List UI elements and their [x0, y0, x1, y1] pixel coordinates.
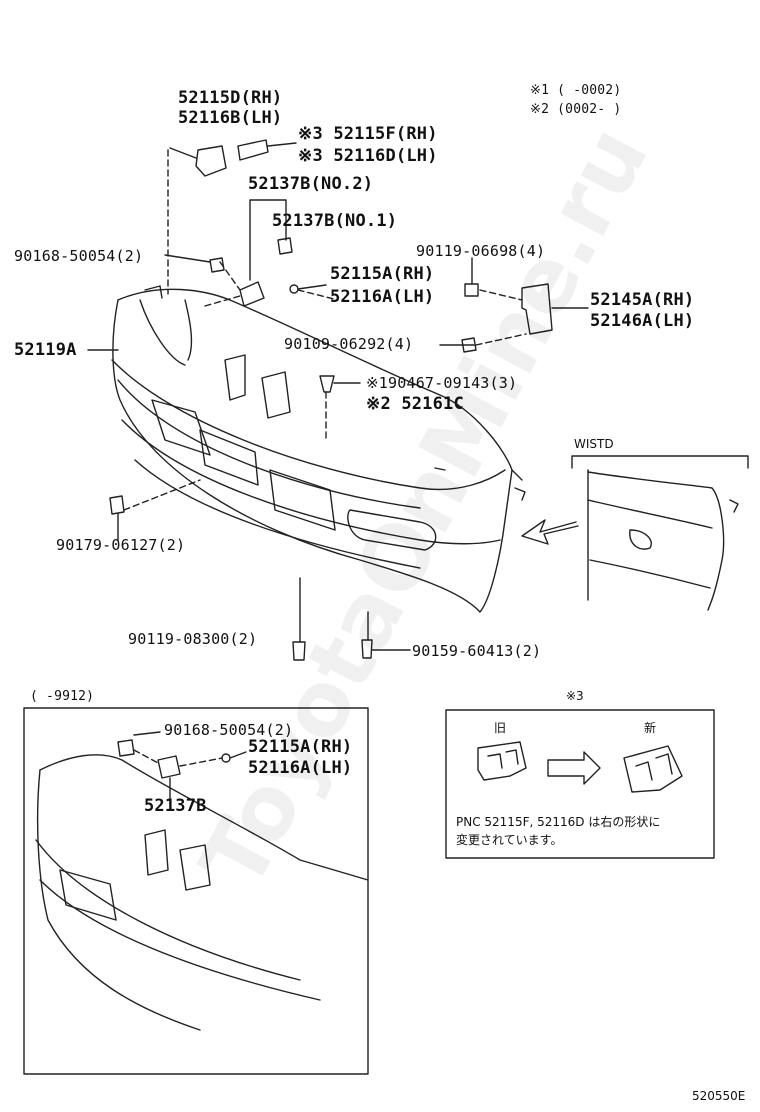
bolt-90119-08300	[292, 641, 306, 661]
part-label-90119-08300[interactable]: 90119-08300(2)	[128, 630, 258, 648]
inset-part-label-52115a[interactable]: 52115A(RH)	[248, 737, 353, 757]
front-bumper-cover	[111, 285, 526, 613]
bracket-52145a	[521, 283, 553, 335]
inset-part-label-52116a[interactable]: 52116A(LH)	[248, 758, 353, 778]
part-label-52115f[interactable]: ※3 52115F(RH)	[298, 124, 438, 144]
wistd-bumper-cover	[571, 455, 749, 611]
part-label-52119a[interactable]: 52119A	[14, 340, 77, 360]
clip-90467	[319, 375, 335, 393]
bracket-52115d	[195, 145, 227, 177]
legend-note-1: ※1 ( -0002)	[530, 83, 622, 98]
nut-90179	[109, 495, 125, 515]
inset-date-range: ( -9912)	[30, 689, 95, 704]
inset-mark-3: ※3	[566, 689, 584, 703]
bolt-90109	[461, 337, 477, 353]
part-label-90168-50054[interactable]: 90168-50054(2)	[14, 247, 144, 265]
part-label-90159-60413[interactable]: 90159-60413(2)	[412, 642, 542, 660]
part-label-52116b[interactable]: 52116B(LH)	[178, 108, 283, 128]
part-label-90179-06127[interactable]: 90179-06127(2)	[56, 536, 186, 554]
bolt-90119	[464, 283, 479, 297]
inset-change-note-line2: 変更されています。	[456, 833, 563, 847]
part-label-52145a[interactable]: 52145A(RH)	[590, 290, 695, 310]
legend-note-2: ※2 (0002- )	[530, 102, 622, 117]
inset-part-label-90168-50054[interactable]: 90168-50054(2)	[164, 721, 294, 739]
wistd-label: WISTD	[574, 437, 614, 451]
part-label-52116a[interactable]: 52116A(LH)	[330, 287, 435, 307]
part-label-90119-06698[interactable]: 90119-06698(4)	[416, 242, 546, 260]
part-label-90467-09143[interactable]: ※190467-09143(3)	[366, 374, 518, 392]
inset-change-note-line1: PNC 52115F, 52116D は右の形状に	[456, 815, 661, 829]
inset-new-label: 新	[644, 721, 657, 735]
diagram-code: 520550E	[692, 1089, 746, 1103]
part-label-52115d[interactable]: 52115D(RH)	[178, 88, 283, 108]
screw-52115a	[289, 284, 299, 294]
part-label-90109-06292[interactable]: 90109-06292(4)	[284, 335, 414, 353]
part-label-52116d[interactable]: ※3 52116D(LH)	[298, 146, 438, 166]
bracket-52115f	[237, 139, 269, 161]
part-label-52137b-no1[interactable]: 52137B(NO.1)	[272, 211, 398, 231]
part-label-52161c[interactable]: ※2 52161C	[366, 394, 464, 414]
arrow-shape	[521, 519, 579, 545]
clip-52137b-no1	[277, 237, 293, 255]
inset-early-model-box	[23, 707, 369, 1075]
retainer-52137b	[239, 281, 265, 307]
inset-part-label-52137b[interactable]: 52137B	[144, 796, 207, 816]
part-label-52146a[interactable]: 52146A(LH)	[590, 311, 695, 331]
bolt-90168	[209, 257, 225, 273]
inset-part-change-box	[445, 709, 715, 859]
part-label-52137b-no2[interactable]: 52137B(NO.2)	[248, 174, 374, 194]
part-label-52115a[interactable]: 52115A(RH)	[330, 264, 435, 284]
inset-old-label: 旧	[494, 721, 507, 735]
